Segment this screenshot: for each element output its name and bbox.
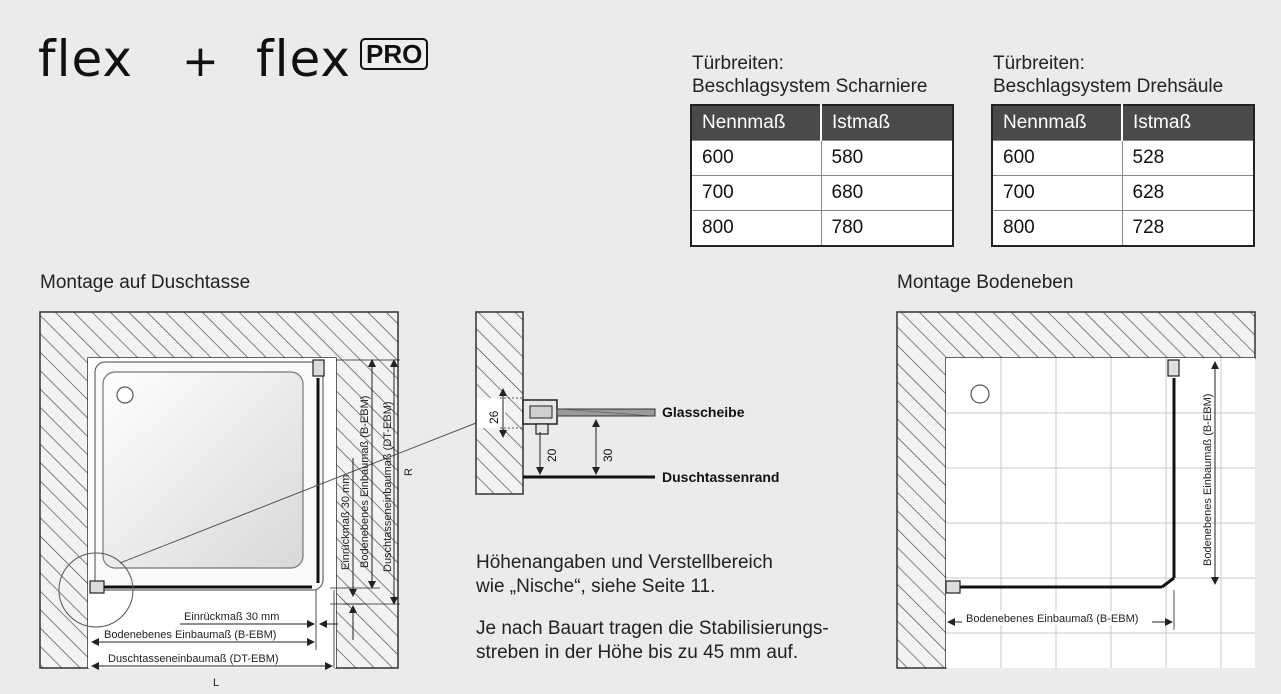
dim-label-dtebm-vertical: Duschtasseneinbaumaß (DT-EBM) — [382, 401, 394, 572]
table1-cell: 580 — [821, 140, 953, 176]
table-row: 700 628 — [992, 175, 1254, 211]
diagram-floor-level-mount: Bodenebenes Einbaumaß (B-EBM) Bodenebene… — [896, 311, 1256, 669]
label-tray-rim: Duschtassenrand — [662, 469, 779, 485]
diagram-detail-section: 26 Glasscheibe 20 30 Duschtassenrand — [475, 311, 779, 495]
dim-label-einrueck-horizontal: Einrückmaß 30 mm — [184, 611, 279, 623]
dim-label-bebm-horizontal: Bodenebenes Einbaumaß (B-EBM) — [104, 629, 276, 641]
dim-label-bebm-horizontal-right: Bodenebenes Einbaumaß (B-EBM) — [966, 613, 1138, 625]
table2-caption: Türbreiten: Beschlagsystem Drehsäule — [993, 52, 1223, 98]
brand-flex-right: flex — [256, 30, 351, 88]
diagram-tray-mount: Einrückmaß 30 mm Bodenebenes Einbaumaß (… — [39, 311, 477, 689]
table2-header-actual: Istmaß — [1122, 105, 1254, 141]
note-line: Höhenangaben und Verstellbereich — [476, 552, 773, 573]
table2-cell: 700 — [992, 175, 1123, 211]
table2-header-nominal: Nennmaß — [992, 105, 1123, 141]
dim-label-bebm-vertical: Bodenebenes Einbaumaß (B-EBM) — [359, 396, 371, 568]
dim-label-einrueck-vertical: Einrückmaß 30 mm — [340, 475, 352, 570]
table2-caption-line2: Beschlagsystem Drehsäule — [993, 76, 1224, 97]
section-title-floor-level: Montage Bodeneben — [897, 272, 1074, 293]
label-glass-pane: Glasscheibe — [662, 404, 745, 420]
table-row: 700 680 — [691, 175, 953, 211]
table-row: 600 528 — [992, 140, 1254, 176]
dim-label-bebm-vertical-right: Bodenebenes Einbaumaß (B-EBM) — [1202, 394, 1214, 566]
table1-cell: 800 — [691, 210, 822, 246]
table1-cell: 700 — [691, 175, 822, 211]
plus-sign: + — [182, 36, 220, 87]
table1-caption-line2: Beschlagsystem Scharniere — [692, 76, 928, 97]
table1-cell: 780 — [821, 210, 953, 246]
table1-header-nominal: Nennmaß — [691, 105, 822, 141]
note-line: Je nach Bauart tragen die Stabilisierung… — [476, 618, 829, 639]
table2-cell: 600 — [992, 140, 1123, 176]
notes-block: Höhenangaben und Verstellbereich wie „Ni… — [476, 551, 829, 665]
table1-header-actual: Istmaß — [821, 105, 953, 141]
table2-cell: 728 — [1122, 210, 1254, 246]
table1-cell: 680 — [821, 175, 953, 211]
table-row: 800 780 — [691, 210, 953, 246]
table2-cell: 528 — [1122, 140, 1254, 176]
door-width-table-hinges: Nennmaß Istmaß 600 580 700 680 800 780 — [690, 104, 954, 247]
dim-label-l: L — [213, 677, 219, 689]
table2-cell: 800 — [992, 210, 1123, 246]
dim-label-r: R — [403, 468, 415, 476]
table1-cell: 600 — [691, 140, 822, 176]
note-line: wie „Nische“, siehe Seite 11. — [476, 576, 716, 597]
dim-label-dtebm-horizontal: Duschtasseneinbaumaß (DT-EBM) — [108, 653, 279, 665]
table-row: 800 728 — [992, 210, 1254, 246]
dim-label-30: 30 — [601, 448, 615, 462]
table-row: 600 580 — [691, 140, 953, 176]
dim-label-26: 26 — [487, 410, 501, 424]
table1-caption-line1: Türbreiten: — [692, 53, 784, 74]
table1-caption: Türbreiten: Beschlagsystem Scharniere — [692, 52, 928, 98]
note-line: streben in der Höhe bis zu 45 mm auf. — [476, 642, 799, 663]
section-title-tray: Montage auf Duschtasse — [40, 272, 251, 293]
dim-label-20: 20 — [545, 448, 559, 462]
door-width-table-pivot: Nennmaß Istmaß 600 528 700 628 800 728 — [991, 104, 1255, 247]
pro-badge: PRO — [360, 38, 429, 70]
table2-cell: 628 — [1122, 175, 1254, 211]
brand-flex-left: flex — [38, 30, 133, 88]
table2-caption-line1: Türbreiten: — [993, 53, 1085, 74]
